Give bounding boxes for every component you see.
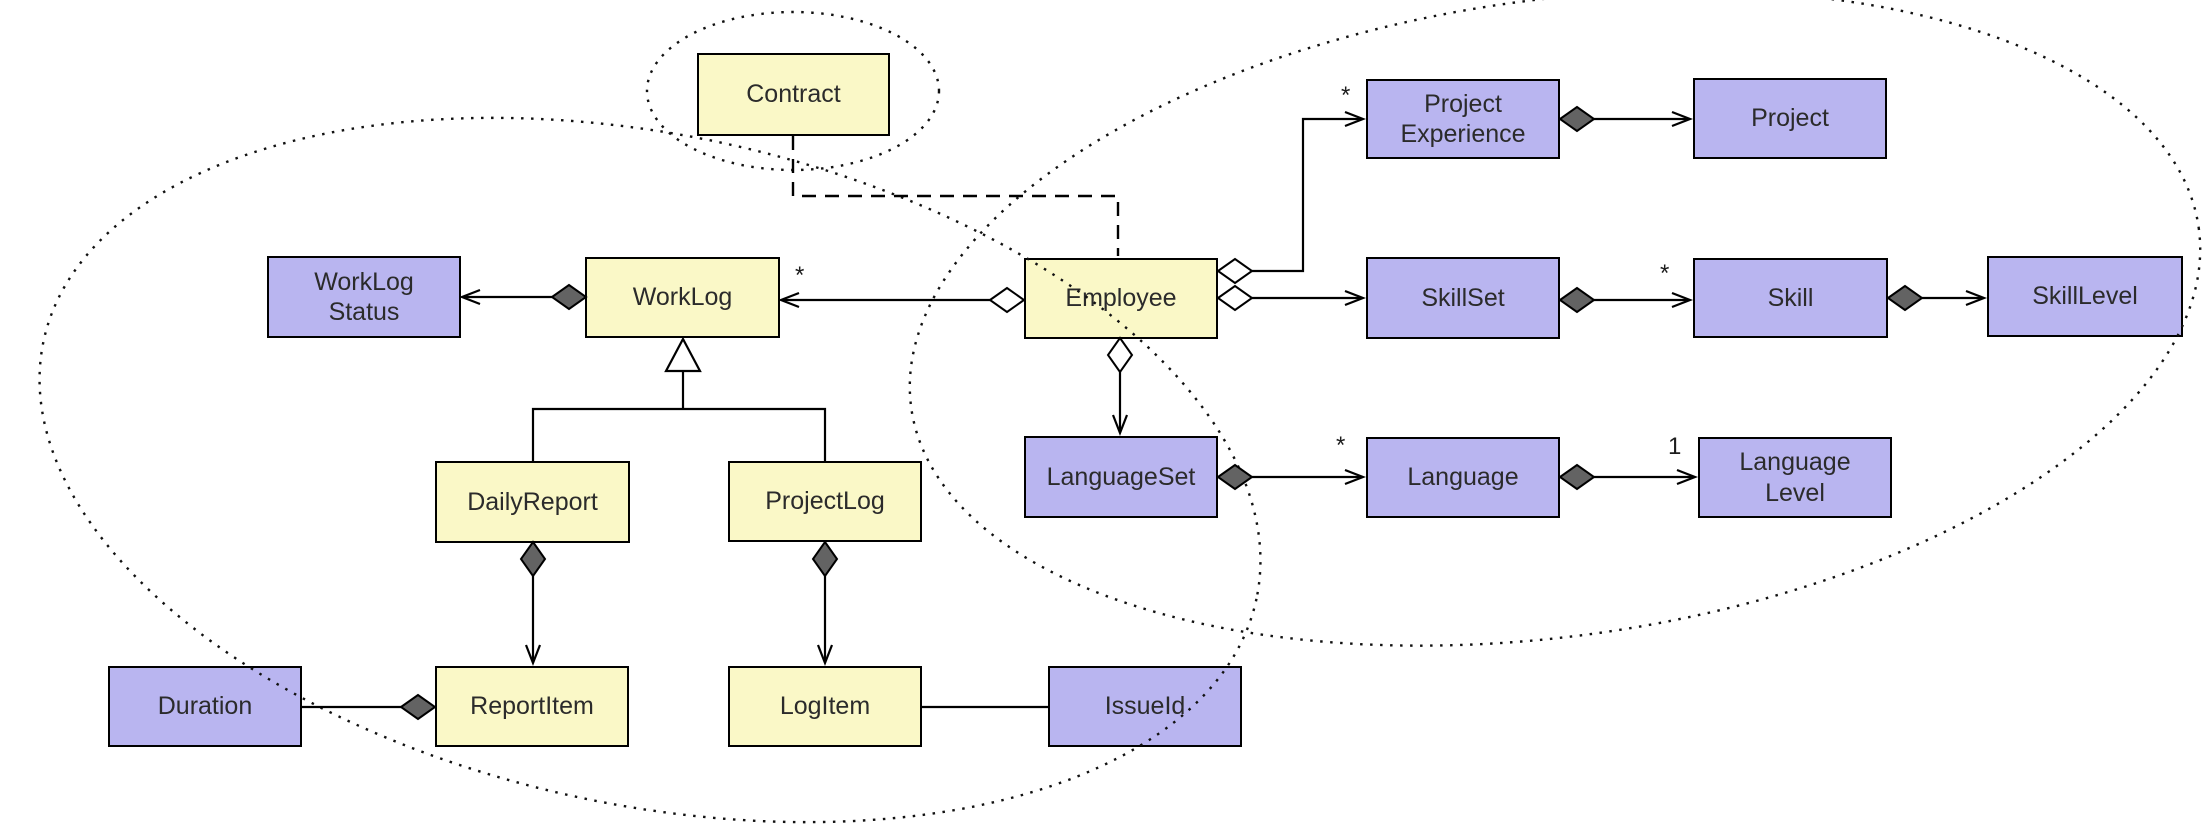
arrowhead-language (1344, 468, 1367, 486)
generalization-branches (531, 407, 827, 461)
class-reportitem: ReportItem (435, 666, 629, 747)
class-worklog-status: WorkLog Status (267, 256, 461, 338)
aggregation-diamond-employee-languageset (1106, 336, 1134, 374)
class-duration: Duration (108, 666, 302, 747)
composition-diamond-language (1558, 463, 1596, 491)
class-projectlog: ProjectLog (728, 461, 922, 542)
composition-diamond-languageset (1216, 463, 1254, 491)
multiplicity-label-language: * (1336, 432, 1346, 459)
class-skilllevel: SkillLevel (1987, 256, 2183, 337)
class-languageset: LanguageSet (1024, 436, 1218, 518)
composition-diamond-skillset (1558, 286, 1596, 314)
multiplicity-label-language-level: 1 (1668, 433, 1682, 460)
class-skillset: SkillSet (1366, 257, 1560, 339)
generalization-triangle-worklog (664, 336, 702, 373)
class-issueid: IssueId (1048, 666, 1242, 747)
aggregation-diamond-employee-worklog (988, 286, 1026, 314)
assoc-employee-projectexperience (1252, 117, 1362, 273)
class-project-experience: Project Experience (1366, 79, 1560, 159)
arrowhead-skilllevel (1965, 289, 1988, 307)
class-skill: Skill (1693, 258, 1888, 338)
arrowhead-worklogstatus (458, 288, 481, 306)
arrowhead-languagelevel (1676, 468, 1699, 486)
arrowhead-projectexperience (1344, 110, 1367, 128)
arrowhead-reportitem (524, 644, 542, 667)
multiplicity-label-project-experience: * (1341, 82, 1351, 109)
composition-diamond-skill (1886, 284, 1924, 312)
class-employee: Employee (1024, 258, 1218, 339)
arrowhead-skill (1671, 291, 1694, 309)
composition-diamond-reportitem (399, 693, 437, 721)
class-project: Project (1693, 78, 1887, 159)
arrowhead-skillset (1344, 289, 1367, 307)
class-worklog: WorkLog (585, 257, 780, 338)
composition-diamond-dailyreport (519, 540, 547, 578)
composition-diamond-projectexperience (1558, 105, 1596, 133)
class-logitem: LogItem (728, 666, 922, 747)
class-dailyreport: DailyReport (435, 461, 630, 543)
arrowhead-project (1671, 110, 1694, 128)
arrowhead-worklog (777, 291, 800, 309)
arrowhead-logitem (816, 644, 834, 667)
composition-diamond-worklog (550, 283, 588, 311)
arrowhead-languageset (1111, 414, 1129, 437)
class-contract: Contract (697, 53, 890, 136)
aggregation-diamond-employee-projectexperience (1216, 257, 1254, 285)
multiplicity-label-worklog: * (795, 262, 805, 289)
class-language-level: Language Level (1698, 437, 1892, 518)
class-language: Language (1366, 437, 1560, 518)
composition-diamond-projectlog (811, 540, 839, 578)
multiplicity-label-skill: * (1660, 260, 1670, 287)
dependency-contract-employee (791, 136, 1120, 256)
aggregation-diamond-employee-skillset (1216, 284, 1254, 312)
